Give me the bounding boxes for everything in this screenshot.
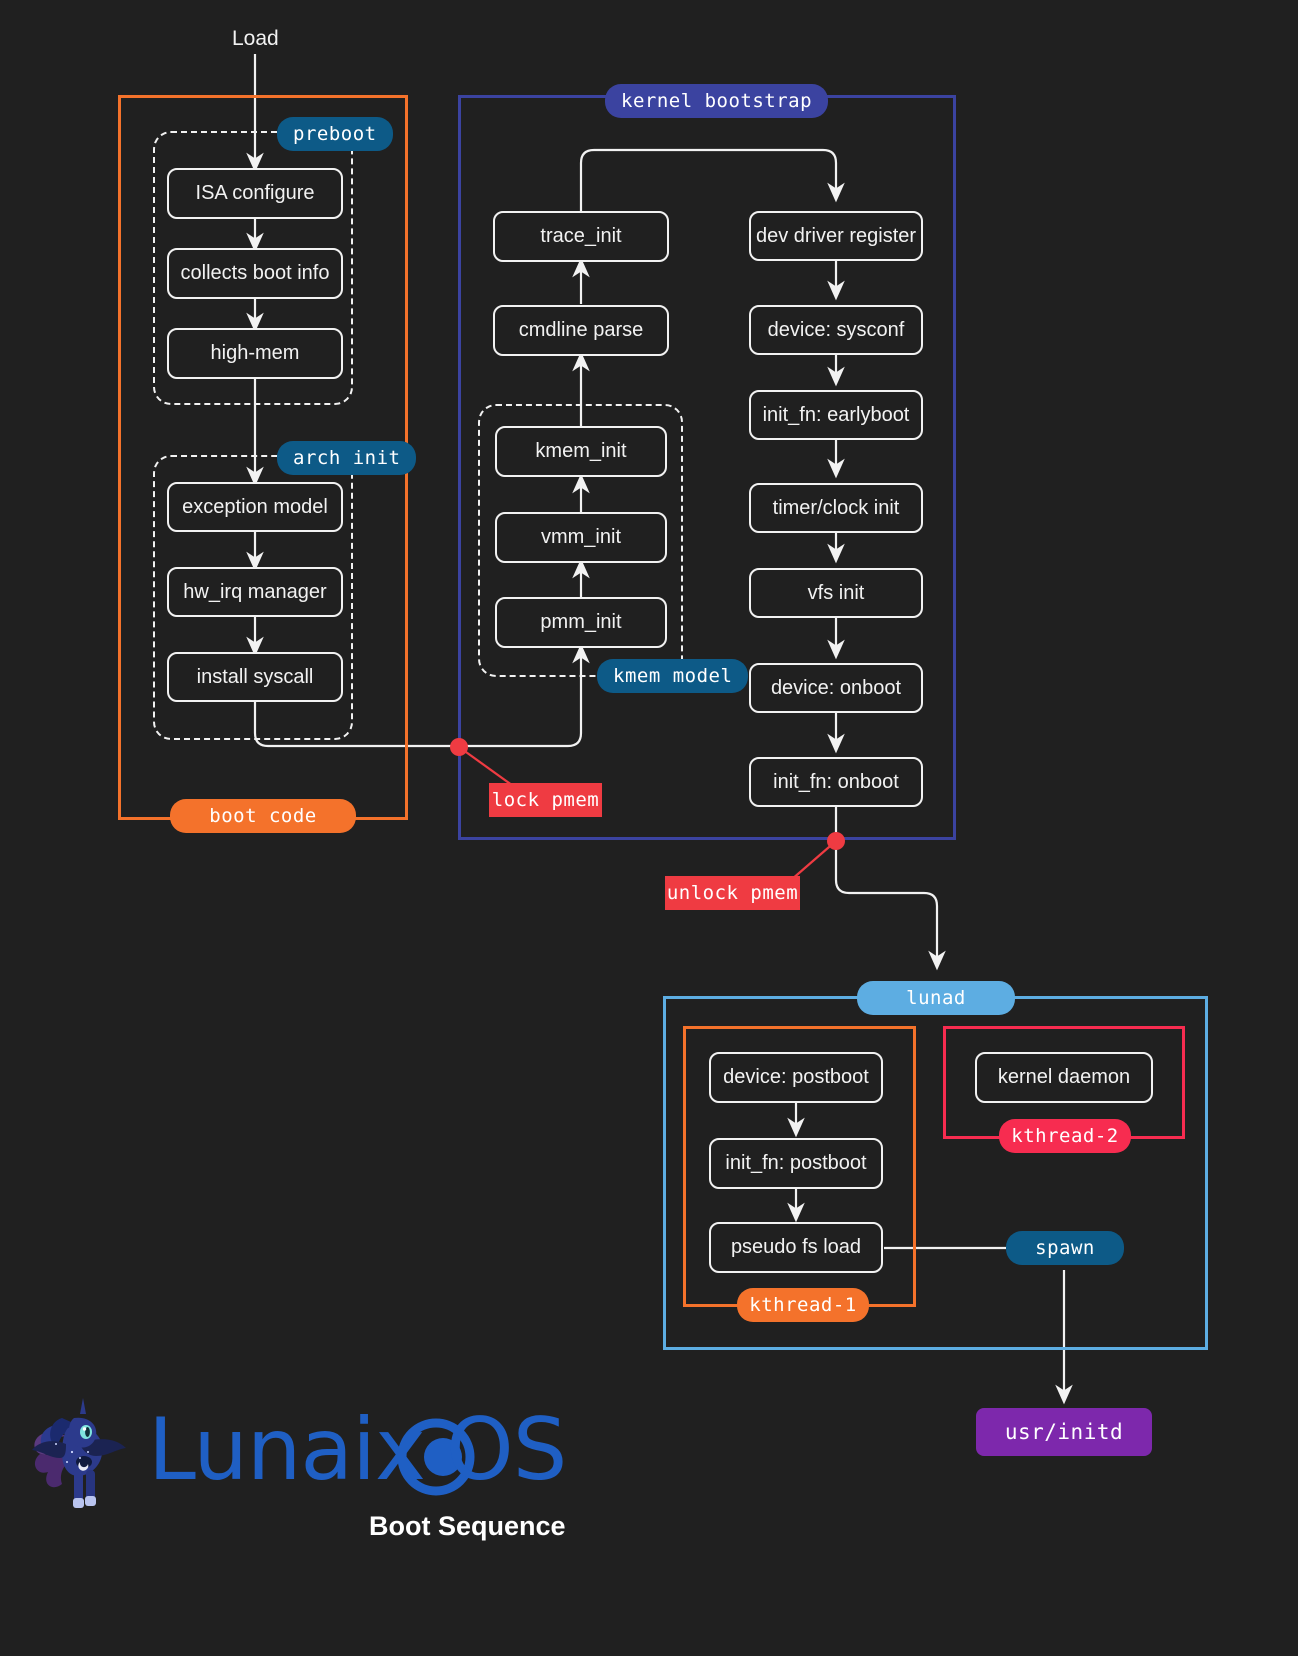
node-kernel-daemon[interactable]: kernel daemon <box>975 1052 1153 1103</box>
endpoint-usr-initd[interactable]: usr/initd <box>976 1408 1152 1456</box>
node-device-postboot[interactable]: device: postboot <box>709 1052 883 1103</box>
node-vfs-init[interactable]: vfs init <box>749 568 923 618</box>
entry-label: Load <box>232 27 279 50</box>
node-device-onboot[interactable]: device: onboot <box>749 663 923 713</box>
tag-kernel-bootstrap: kernel bootstrap <box>605 84 829 118</box>
node-cmdline-parse[interactable]: cmdline parse <box>493 305 669 356</box>
node-device-sysconf[interactable]: device: sysconf <box>749 305 923 355</box>
tag-kmem-model: kmem model <box>597 659 749 693</box>
node-high-mem[interactable]: high-mem <box>167 328 343 379</box>
tag-preboot: preboot <box>277 117 393 151</box>
marker-unlock-pmem: unlock pmem <box>665 876 800 910</box>
lock-pmem-dot <box>450 738 468 756</box>
tag-kthread-1: kthread-1 <box>737 1288 869 1322</box>
node-init-fn-onboot[interactable]: init_fn: onboot <box>749 757 923 807</box>
brand-wordmark-os: OS <box>446 1400 567 1500</box>
node-timer-clock-init[interactable]: timer/clock init <box>749 483 923 533</box>
tag-kthread-2: kthread-2 <box>999 1119 1131 1153</box>
marker-lock-pmem: lock pmem <box>489 783 602 817</box>
node-init-fn-postboot[interactable]: init_fn: postboot <box>709 1138 883 1189</box>
group-arch-init <box>153 455 353 740</box>
lunaix-mascot-icon <box>22 1392 147 1517</box>
node-pmm-init[interactable]: pmm_init <box>495 597 667 648</box>
node-dev-driver-register[interactable]: dev driver register <box>749 211 923 261</box>
brand-wordmark-lunaix: Lunaix <box>148 1400 426 1500</box>
node-hw-irq-manager[interactable]: hw_irq manager <box>167 567 343 617</box>
node-kmem-init[interactable]: kmem_init <box>495 426 667 477</box>
node-install-syscall[interactable]: install syscall <box>167 652 343 702</box>
tag-lunad: lunad <box>857 981 1015 1015</box>
node-trace-init[interactable]: trace_init <box>493 211 669 262</box>
node-vmm-init[interactable]: vmm_init <box>495 512 667 563</box>
tag-arch-init: arch init <box>277 441 417 475</box>
page-title: Boot Sequence <box>369 1511 566 1541</box>
node-exception-model[interactable]: exception model <box>167 482 343 532</box>
unlock-pmem-dot <box>827 832 845 850</box>
tag-boot-code: boot code <box>170 799 356 833</box>
brand-logomark-o <box>397 1418 475 1496</box>
group-preboot <box>153 131 353 405</box>
endpoint-spawn[interactable]: spawn <box>1006 1231 1124 1265</box>
group-kmem-model <box>478 404 683 677</box>
node-collects-boot-info[interactable]: collects boot info <box>167 248 343 299</box>
node-pseudo-fs-load[interactable]: pseudo fs load <box>709 1222 883 1273</box>
node-isa-configure[interactable]: ISA configure <box>167 168 343 219</box>
node-init-fn-earlyboot[interactable]: init_fn: earlyboot <box>749 390 923 440</box>
